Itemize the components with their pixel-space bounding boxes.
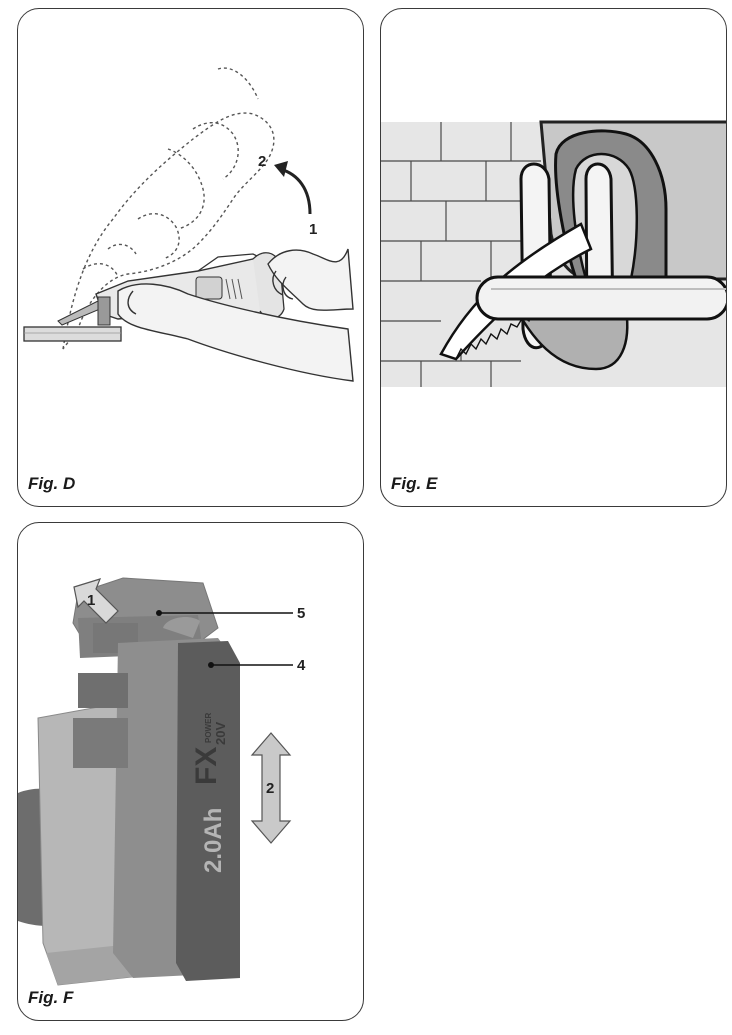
callout-1: 1: [309, 221, 317, 238]
release-button-arrow-icon: [73, 578, 119, 624]
battery-brand: FX: [190, 747, 223, 785]
pipe-icon: [475, 275, 726, 321]
hands-icon: [117, 248, 354, 382]
battery-capacity: 2.0Ah: [200, 808, 227, 873]
workpiece-icon: [23, 326, 122, 342]
callout-2: 2: [258, 153, 266, 170]
figure-e-panel: Fig. E: [380, 8, 727, 507]
figure-f-panel: FX POWER 20V 2.0Ah 1 5 4 2 Fig. F: [17, 522, 364, 1021]
figure-f-caption: Fig. F: [28, 988, 74, 1007]
battery-pack-icon: FX POWER 20V 2.0Ah 1 5 4 2: [18, 577, 306, 986]
slide-direction-arrow-icon: [250, 732, 292, 844]
rotation-arrow-icon: [274, 161, 312, 215]
figure-d-panel: 2 1 Fig. D: [17, 8, 364, 507]
brick-wall-icon: [381, 120, 726, 387]
reciprocating-saw-icon: 2 1: [23, 67, 354, 382]
callout-1-f: 1: [87, 592, 95, 609]
figure-e-caption: Fig. E: [391, 474, 438, 493]
battery-sub-brand: POWER: [204, 713, 213, 743]
figure-d-caption: Fig. D: [28, 474, 76, 493]
callout-4: 4: [297, 657, 306, 674]
callout-2-f: 2: [266, 780, 274, 797]
callout-5: 5: [297, 605, 305, 622]
battery-voltage: 20V: [213, 722, 228, 745]
